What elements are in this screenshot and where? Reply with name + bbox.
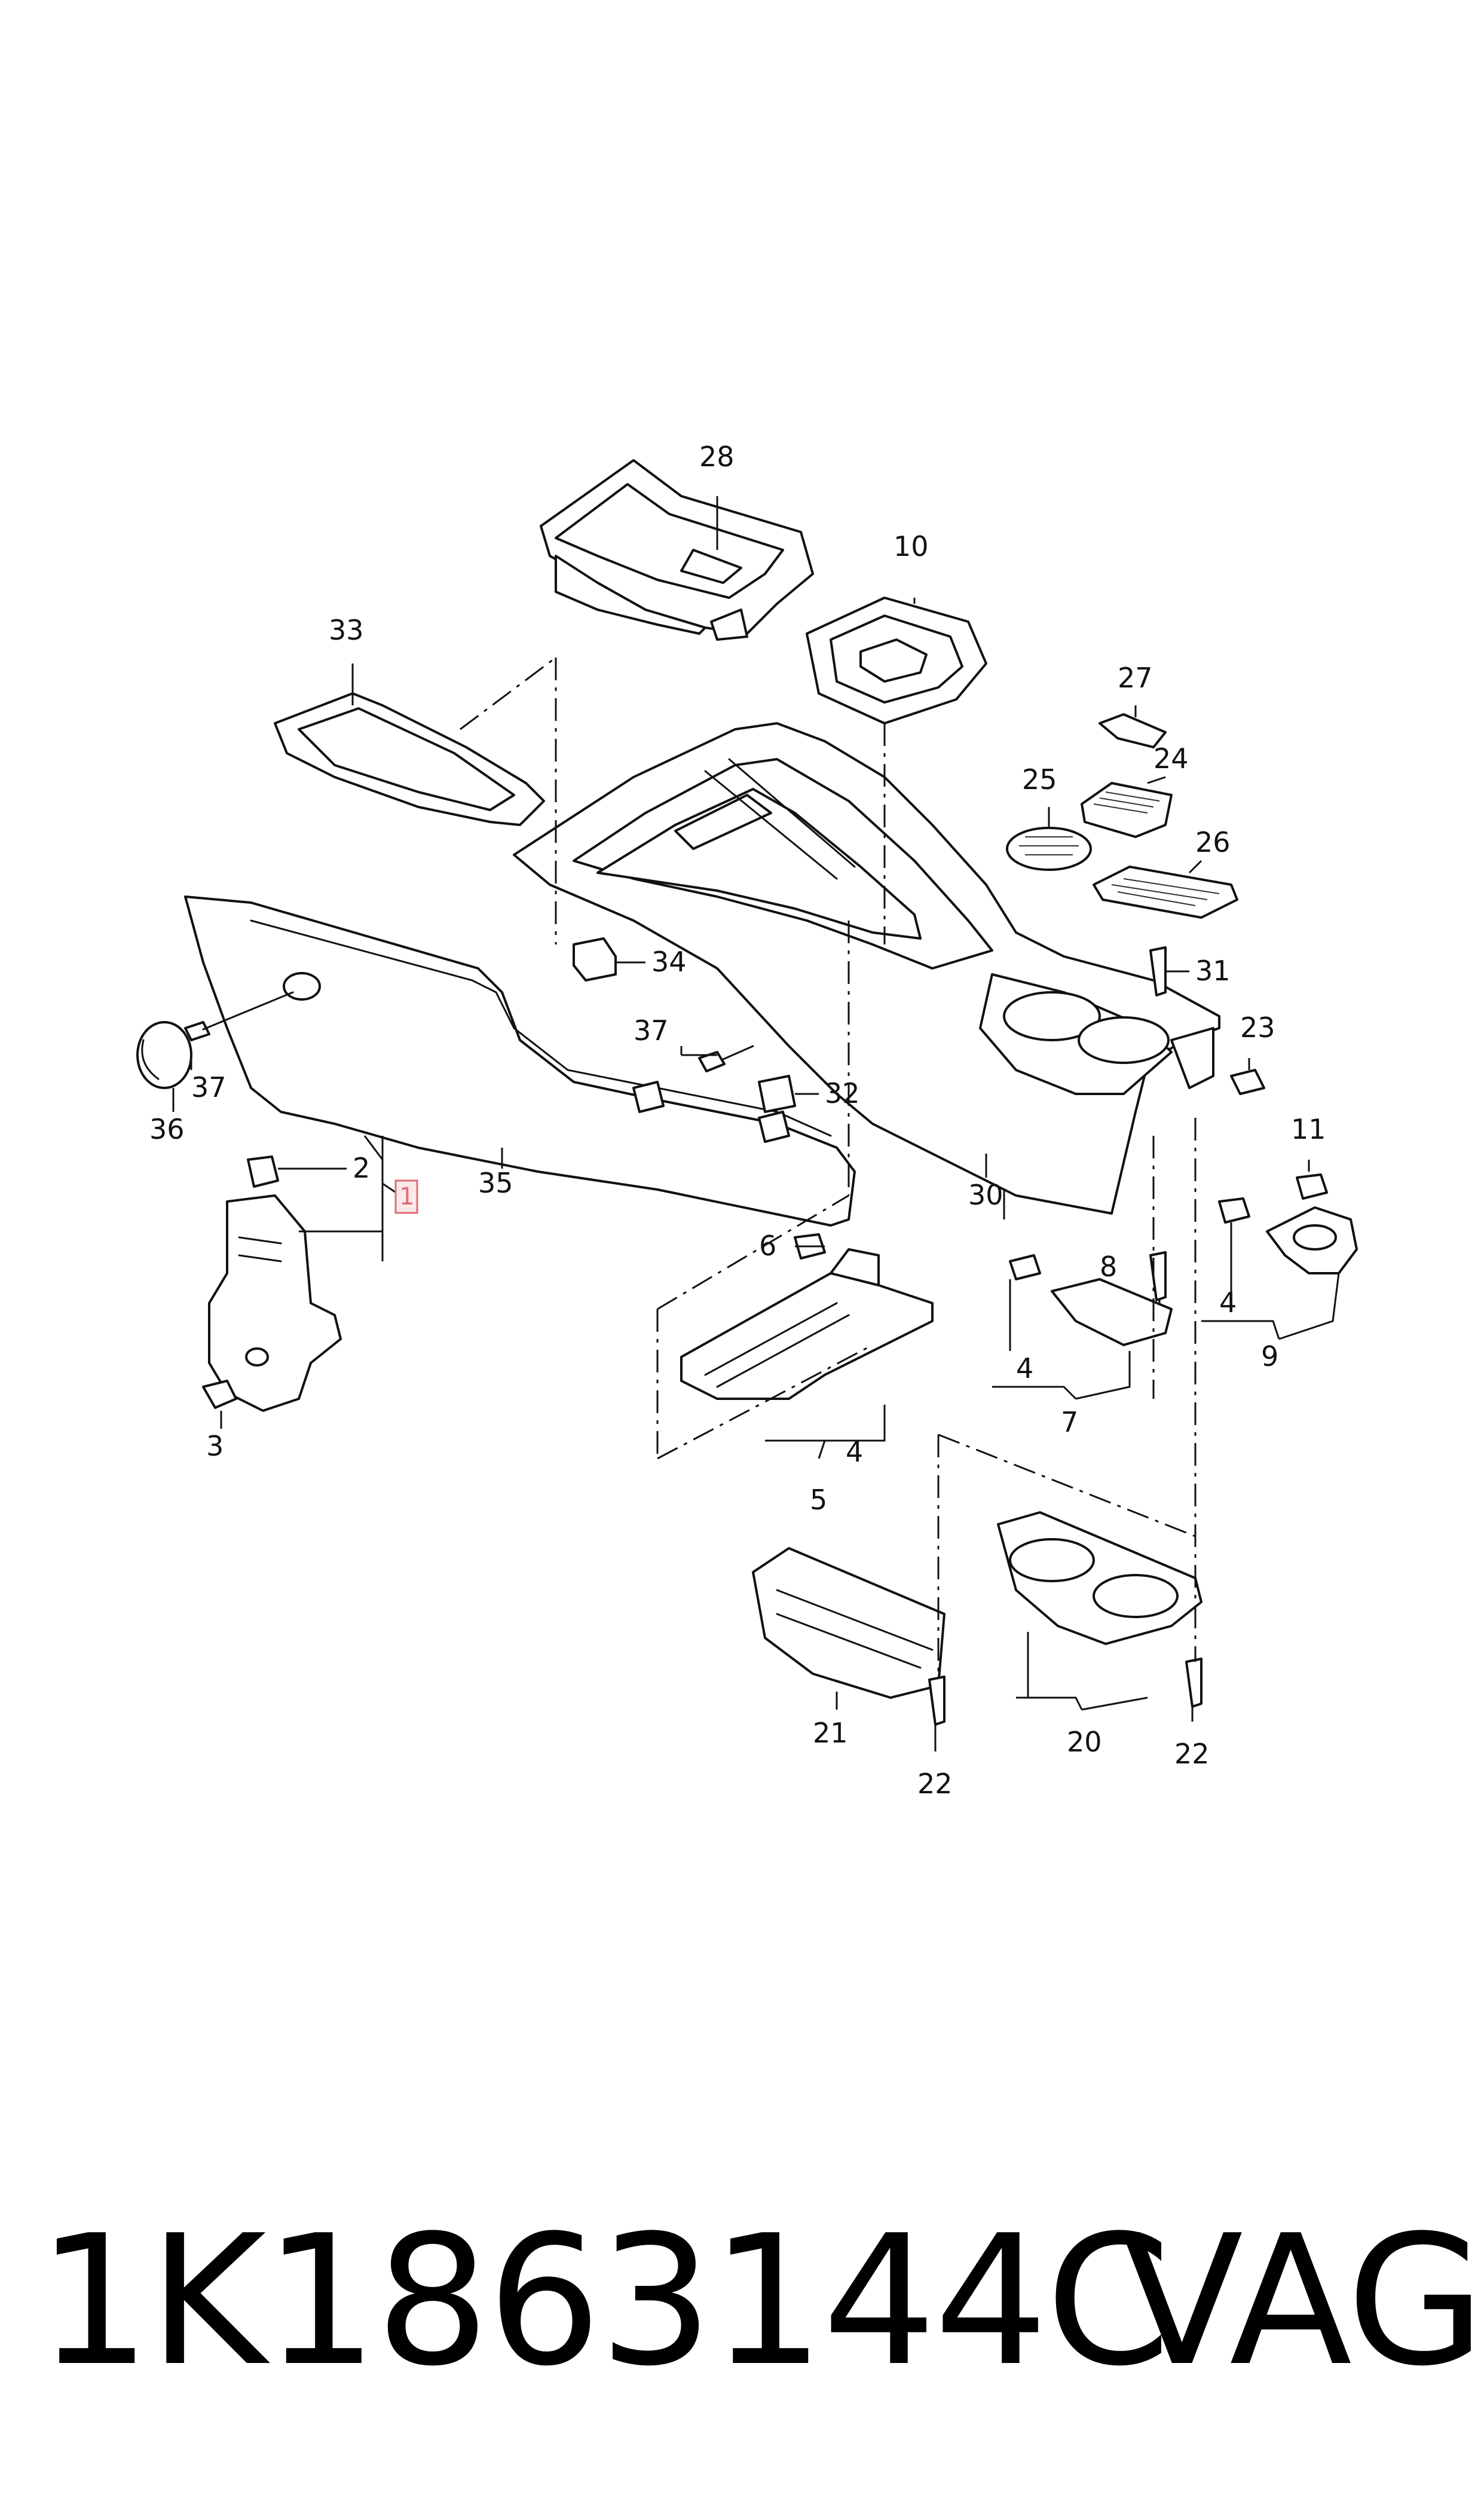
highlighted-callout-1[interactable]: 1	[394, 1179, 418, 1214]
callout-9: 9	[1261, 1340, 1278, 1372]
callout-34: 34	[651, 946, 687, 978]
leader-lines	[172, 496, 1340, 1751]
part-26-rect-mat	[1093, 866, 1238, 919]
part-2-clip-nut	[247, 1155, 279, 1188]
callout-32: 32	[825, 1077, 860, 1109]
callout-36: 36	[149, 1113, 185, 1145]
exploded-parts-diagram: 1 28 10 33 27 24 25 26 31 23 34 37 32 37…	[136, 441, 1358, 1800]
callout-25: 25	[1022, 763, 1057, 796]
callout-30: 30	[968, 1179, 1003, 1211]
part-22-screw-right	[1185, 1658, 1203, 1708]
callout-33: 33	[329, 614, 364, 646]
part-34-clip	[573, 937, 617, 982]
callout-26: 26	[1195, 826, 1231, 858]
part-11-nut	[1296, 1173, 1328, 1200]
callout-37-left: 37	[191, 1071, 227, 1103]
part-27-clip	[1099, 713, 1167, 748]
part-number-text: 1K1863144C	[37, 2197, 1171, 2405]
callout-23: 23	[1240, 1011, 1275, 1044]
part-3-nut	[202, 1380, 237, 1409]
part-25-round-mat	[1006, 827, 1092, 871]
callout-27: 27	[1118, 662, 1153, 694]
callout-labels: 28 10 33 27 24 25 26 31 23 34 37 32 37 3…	[149, 441, 1326, 1800]
callout-31: 31	[1195, 955, 1231, 987]
callout-21: 21	[813, 1717, 848, 1749]
callout-37-center: 37	[634, 1014, 669, 1047]
callout-5: 5	[810, 1484, 827, 1516]
part-33-side-frame	[274, 692, 545, 826]
part-5-lower-frame	[680, 1248, 934, 1400]
callout-10: 10	[894, 530, 929, 563]
part-7-bracket	[1009, 1254, 1173, 1346]
callout-20: 20	[1067, 1726, 1102, 1758]
part-24-tray-insert	[1081, 782, 1173, 838]
highlight-box	[394, 1179, 418, 1214]
callout-35: 35	[478, 1167, 513, 1199]
callout-4-part5: 4	[846, 1436, 863, 1468]
part-10-shift-boot-frame	[806, 597, 987, 724]
callout-1-label: 1	[399, 1183, 414, 1210]
callout-11: 11	[1291, 1113, 1326, 1145]
callout-4-part7: 4	[1016, 1352, 1033, 1384]
part-20-cup-holder	[997, 1511, 1203, 1645]
part-9-bracket	[1218, 1197, 1358, 1274]
part-35-side-trim-panel	[184, 895, 856, 1227]
callout-22-right: 22	[1174, 1738, 1210, 1770]
brand-text: VAG	[1121, 2197, 1484, 2405]
callout-4-part9: 4	[1219, 1286, 1237, 1319]
part-22-screw-left	[928, 1676, 946, 1726]
callout-8: 8	[1100, 1251, 1117, 1283]
callout-24: 24	[1153, 742, 1189, 775]
callout-3: 3	[206, 1430, 224, 1462]
part-21-storage-box	[752, 1547, 946, 1699]
part-36-cap	[136, 1021, 192, 1089]
callout-2: 2	[353, 1152, 370, 1184]
callout-22-left: 22	[917, 1768, 953, 1800]
callout-6: 6	[759, 1230, 776, 1262]
part-30-center-console	[513, 722, 1220, 1215]
callout-7: 7	[1061, 1406, 1078, 1438]
part-37-screw-center	[698, 1045, 754, 1072]
part-32-clip	[758, 1075, 796, 1113]
part-1-bracket	[208, 1194, 342, 1412]
part-31-screw	[1149, 946, 1167, 996]
part-23-clip	[1230, 1069, 1265, 1095]
callout-28: 28	[699, 441, 735, 473]
assembly-lines	[460, 656, 1197, 1674]
part-37-screw-left	[184, 991, 294, 1041]
part-28-upper-tray	[540, 459, 814, 641]
